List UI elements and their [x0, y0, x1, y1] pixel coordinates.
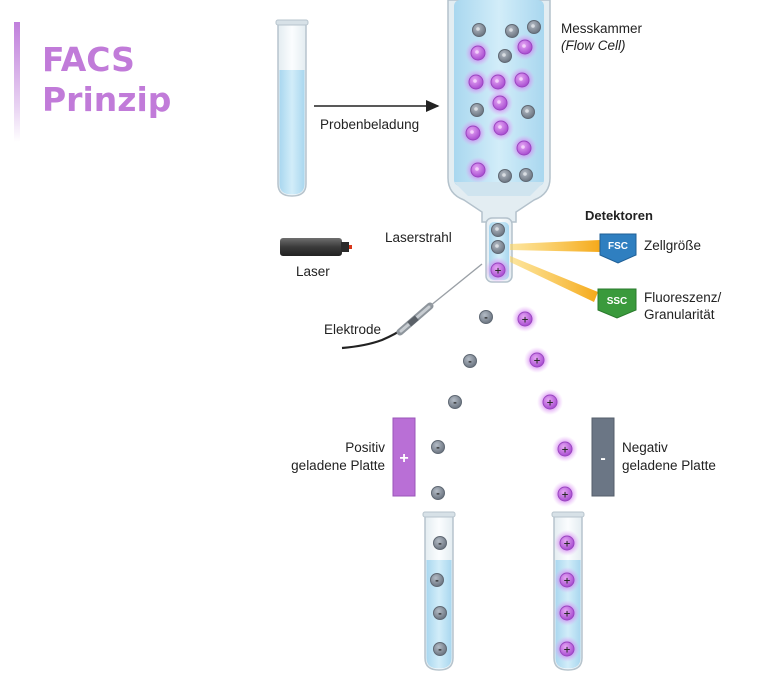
negative-charge-icon: - — [435, 577, 439, 587]
negative-plate-label-1: Negativ — [622, 440, 668, 455]
sample-loading-label: Probenbeladung — [320, 117, 420, 132]
unlabeled-cell — [519, 168, 533, 182]
flow-cell-sublabel: (Flow Cell) — [561, 37, 626, 54]
unlabeled-cell — [470, 103, 484, 117]
flow-cell-label: Messkammer — [561, 21, 643, 36]
laser-label: Laser — [296, 264, 330, 279]
positive-cell: + — [537, 389, 563, 415]
title-line-1: FACS — [42, 40, 135, 79]
negative-cell: - — [433, 536, 447, 550]
unlabeled-cell — [498, 169, 512, 183]
fluorescence-label-1: Fluoreszenz/ — [644, 290, 722, 305]
positive-cell: + — [554, 530, 580, 556]
negative-cell: - — [431, 440, 445, 454]
unlabeled-cell — [527, 20, 541, 34]
fluorescent-cell — [512, 34, 538, 60]
negative-cell: - — [479, 310, 493, 324]
positive-charge-icon: + — [561, 446, 569, 456]
negative-cell: - — [430, 573, 444, 587]
fluorescent-cell — [488, 115, 514, 141]
fluorescent-cell — [511, 135, 537, 161]
positive-plate-label-2: geladene Platte — [291, 458, 385, 473]
positive-charge-icon: + — [563, 646, 571, 656]
negative-charge-icon: - — [436, 490, 440, 500]
negative-cell: - — [463, 354, 477, 368]
positive-charge-icon: + — [546, 399, 554, 409]
positive-cell: + — [554, 567, 580, 593]
sample-tube — [275, 19, 309, 197]
negative-charge-icon: - — [438, 610, 442, 620]
electrode — [341, 263, 483, 350]
fluorescent-cell — [465, 40, 491, 66]
detectors-heading: Detektoren — [585, 208, 653, 223]
fluorescent-cell — [465, 157, 491, 183]
fsc-beam — [510, 240, 600, 252]
flow-cell-sublabel-text: (Flow Cell) — [561, 38, 626, 53]
negative-cell: - — [448, 395, 462, 409]
fluorescence-label-2: Granularität — [644, 307, 715, 322]
flow-cell-cells: + — [460, 20, 541, 283]
unlabeled-cell — [521, 105, 535, 119]
electrode-label: Elektrode — [324, 322, 382, 337]
negative-cell: - — [433, 642, 447, 656]
laser-beam-label: Laserstrahl — [385, 230, 452, 245]
cell-size-label: Zellgröße — [644, 238, 702, 253]
unlabeled-cell — [498, 49, 512, 63]
positive-charge-icon: + — [561, 491, 569, 501]
fsc-tag: FSC — [608, 241, 628, 252]
negative-plate-label-2: geladene Platte — [622, 458, 716, 473]
ssc-tag: SSC — [607, 296, 628, 307]
positive-cell: + — [552, 481, 578, 507]
negative-cell: - — [431, 486, 445, 500]
laser-device — [280, 238, 352, 256]
negative-charge-icon: - — [453, 399, 457, 409]
negative-charge-icon: - — [438, 646, 442, 656]
positive-cell: + — [524, 347, 550, 373]
negative-charge-icon: - — [436, 444, 440, 454]
negative-plate: - — [591, 417, 615, 497]
positive-plate-label-1: Positiv — [345, 440, 385, 455]
positive-cell: + — [552, 436, 578, 462]
fsc-detector: FSC — [599, 233, 637, 264]
positive-cell: + — [554, 636, 580, 662]
ssc-beam — [510, 256, 598, 302]
positive-charge-icon: + — [563, 540, 571, 550]
negative-sign: - — [600, 450, 605, 467]
title-line-2: Prinzip — [42, 80, 172, 119]
positive-charge-icon: + — [521, 316, 529, 326]
positive-plate: + — [392, 417, 416, 497]
negative-cell: - — [433, 606, 447, 620]
fluorescent-cell — [460, 120, 486, 146]
fluorescent-cell: + — [485, 257, 511, 283]
fluorescent-cell — [463, 69, 489, 95]
negative-charge-icon: - — [468, 358, 472, 368]
page-title: FACS Prinzip — [42, 40, 171, 120]
positive-cell: + — [512, 306, 538, 332]
fluorescent-cell — [487, 90, 513, 116]
ssc-detector: SSC — [597, 288, 637, 319]
sorted-cells: - - - - - + + + + + - - - - + + + + — [430, 306, 580, 662]
positive-charge-icon: + — [494, 267, 502, 277]
fluorescent-cell — [509, 67, 535, 93]
positive-cell: + — [554, 600, 580, 626]
unlabeled-cell — [472, 23, 486, 37]
fluorescent-cell — [485, 69, 511, 95]
negative-charge-icon: - — [438, 540, 442, 550]
positive-sign: + — [399, 450, 408, 467]
unlabeled-cell — [505, 24, 519, 38]
negative-charge-icon: - — [484, 314, 488, 324]
positive-charge-icon: + — [533, 357, 541, 367]
title-accent-bar — [14, 22, 20, 142]
positive-charge-icon: + — [563, 610, 571, 620]
unlabeled-cell — [491, 223, 505, 237]
unlabeled-cell — [491, 240, 505, 254]
positive-charge-icon: + — [563, 577, 571, 587]
